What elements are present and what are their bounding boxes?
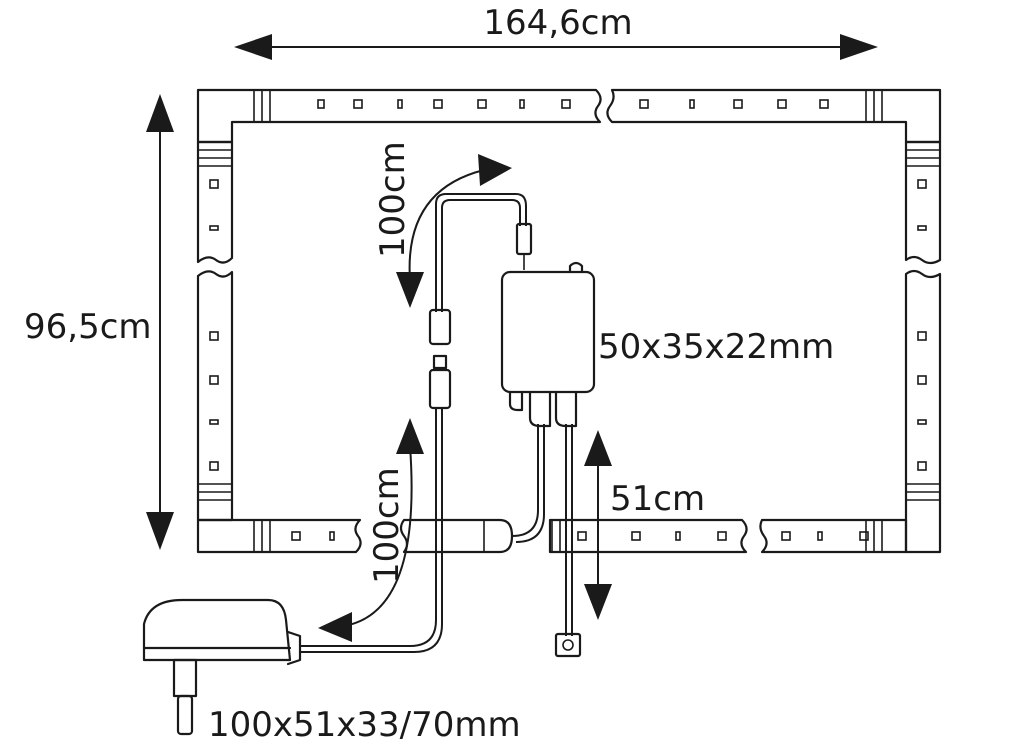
adapter-cable-curved-arrow: [318, 418, 424, 642]
controller-size-label: 50x35x22mm: [598, 327, 834, 367]
strip-left-upper: [196, 140, 234, 264]
height-dimension-arrow: [146, 94, 174, 550]
strip-bottom-left: [196, 518, 362, 554]
plug-female: [428, 368, 452, 410]
width-label: 164,6cm: [483, 3, 632, 43]
strip-left-lower: [196, 270, 234, 522]
sensor-switch-dot: [562, 639, 574, 651]
strip-top-right: [606, 88, 942, 144]
width-dimension-arrow: [234, 34, 878, 60]
plug-pin: [432, 354, 448, 370]
strip-right-lower: [904, 269, 942, 554]
controller-cable-curved-arrow: [396, 154, 512, 308]
adapter-cable-length-label: 100cm: [367, 467, 407, 584]
plug-male: [428, 308, 452, 346]
led-chips: [209, 99, 927, 541]
sensor-cable-dimension-arrow: [584, 430, 612, 620]
strip-top-left: [196, 88, 602, 144]
controller-cable-length-label: 100cm: [373, 141, 413, 258]
adapter-size-label: 100x51x33/70mm: [208, 705, 521, 745]
cable-connector-plug: [515, 222, 533, 256]
strip-right-upper: [904, 140, 942, 265]
cables: [300, 193, 573, 653]
sensor-cable-length-label: 51cm: [610, 479, 705, 519]
power-adapter: [142, 598, 302, 736]
height-label: 96,5cm: [24, 307, 152, 347]
led-strip-frame: [196, 88, 942, 554]
sensor-switch: [554, 632, 582, 658]
strip-bottom-right-middle: [548, 518, 748, 554]
strip-bottom-right: [759, 518, 908, 554]
controller-box: [500, 261, 596, 428]
corner-connectors: [198, 90, 940, 552]
strip-bottom-middle: [399, 518, 514, 554]
